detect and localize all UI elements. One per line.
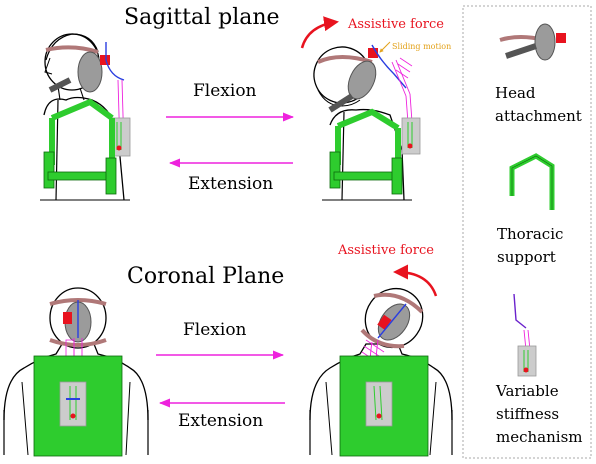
legend-thoracic-support-icon xyxy=(509,153,555,210)
legend-head-attachment-icon xyxy=(499,23,566,61)
legend-variable-stiffness-line1: Variable xyxy=(495,382,559,400)
legend-head-attachment-line1: Head xyxy=(495,84,536,102)
legend-head-attachment-line2: attachment xyxy=(495,107,582,125)
legend-variable-stiffness-line3: mechanism xyxy=(496,428,582,446)
legend-variable-stiffness-label: Variable stiffness mechanism xyxy=(495,382,582,446)
coronal-flexion-label: Flexion xyxy=(183,320,247,340)
coronal-neutral-figure xyxy=(3,287,149,457)
sagittal-assistive-force-label: Assistive force xyxy=(347,17,444,32)
coronal-extension-label: Extension xyxy=(178,411,263,431)
sagittal-plane-title: Sagittal plane xyxy=(124,5,280,30)
sagittal-flexion-label: Flexion xyxy=(193,81,257,101)
sliding-motion-label: Sliding motion xyxy=(392,42,451,51)
coronal-assistive-force-label: Assistive force xyxy=(337,243,434,258)
sliding-motion-arrow xyxy=(379,41,391,53)
coronal-assistive-force-arrow xyxy=(393,264,438,297)
legend-thoracic-support-label: Thoracic support xyxy=(497,225,568,266)
legend-variable-stiffness-icon xyxy=(513,293,537,377)
sagittal-extension-label: Extension xyxy=(188,174,273,194)
sagittal-assistive-force-arrow xyxy=(300,16,339,49)
legend-panel xyxy=(462,5,592,459)
sagittal-flexed-figure xyxy=(313,44,421,201)
legend-thoracic-support-line2: support xyxy=(497,248,556,266)
legend-thoracic-support-line1: Thoracic xyxy=(497,225,563,243)
legend-head-attachment-label: Head attachment xyxy=(495,84,582,125)
coronal-tilted-figure xyxy=(309,287,453,457)
legend-variable-stiffness-line2: stiffness xyxy=(496,405,559,423)
coronal-plane-title: Coronal Plane xyxy=(127,264,284,289)
sagittal-neutral-figure xyxy=(40,33,131,201)
